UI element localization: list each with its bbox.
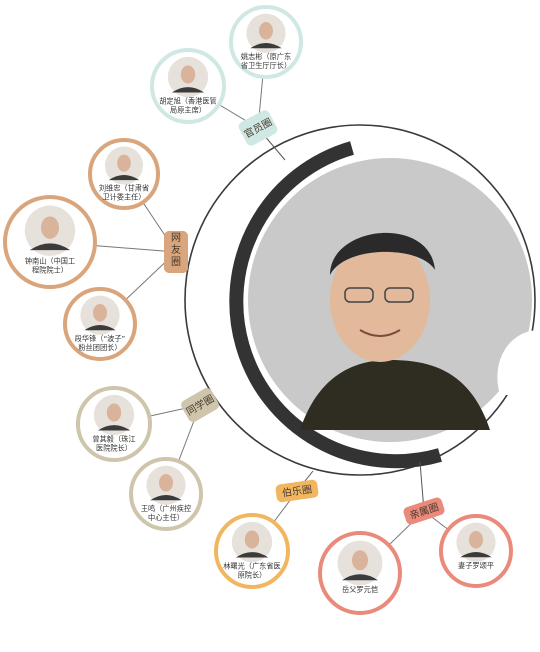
photo-body (460, 552, 492, 558)
person-label-line2: 原院长） (238, 570, 267, 579)
person-label-line1: 段华锋（“波子” (75, 334, 126, 343)
group-tag-char: 网 (171, 232, 181, 244)
group-tag-partner: 伯乐圈 (275, 479, 319, 503)
group-tag-friends: 网友圈 (164, 231, 188, 273)
photo-body (97, 425, 131, 431)
person-label-line1: 林曙光（广东省医 (223, 561, 281, 570)
person-label-line1: 姚志彬（原广东 (241, 52, 291, 61)
portrait-cutout (497, 330, 540, 395)
photo-face (159, 474, 173, 492)
person-label-line2: 程院院士） (32, 266, 68, 275)
center-portrait-hair (330, 232, 435, 275)
group-tag-bg (275, 479, 319, 503)
photo-face (106, 403, 122, 422)
center-portrait-body (300, 360, 490, 430)
photo-body (29, 243, 71, 251)
photo-face (469, 531, 483, 549)
glasses-left (344, 287, 374, 303)
person-label-line2: 局原主席） (170, 105, 206, 114)
person-label-line1: 曾其毅（珠江 (92, 434, 135, 443)
person-duan: 段华锋（“波子”粉丝团团长） (63, 287, 137, 361)
group-tag-family: 亲属圈 (403, 497, 445, 525)
group-tag-label: 伯乐圈 (281, 482, 313, 499)
person-label-line2: 省卫生厅厅长） (241, 61, 291, 70)
photo-body (342, 574, 378, 581)
person-label-line1: 妻子罗颂平 (458, 561, 494, 570)
photo-body (108, 175, 140, 181)
person-label-line2: 卫计委主任） (102, 192, 145, 201)
group-tag-char: 圈 (171, 256, 181, 268)
person-label-line1: 岳父罗元恺 (342, 585, 378, 594)
photo-body (250, 43, 282, 49)
photo-face (244, 530, 260, 549)
photo-face (180, 65, 196, 84)
photo-face (93, 304, 107, 322)
center-portrait-face (330, 238, 430, 362)
photo-body (171, 87, 205, 93)
photo-face (352, 550, 368, 571)
group-tag-bg (181, 387, 219, 423)
photo-face (41, 216, 59, 239)
group-tag-alumni: 同学圈 (181, 387, 219, 423)
person-label-line2: 中心主任） (148, 513, 184, 522)
person-label-line1: 刘维忠（甘肃省 (99, 183, 149, 192)
photo-face (117, 154, 131, 172)
group-tag-official: 官员圈 (238, 110, 278, 146)
group-tag-bg (238, 110, 278, 146)
group-tag-bg (164, 231, 188, 273)
photo-body (235, 552, 269, 558)
center-portrait (248, 158, 540, 442)
glasses-right (384, 287, 414, 303)
thick-arc (229, 141, 442, 469)
person-wife: 妻子罗颂平 (439, 514, 513, 588)
person-luo: 岳父罗元恺 (318, 531, 402, 615)
group-tag-bg (403, 497, 445, 525)
smile (359, 329, 401, 337)
person-label-line1: 胡定旭（香港医管 (159, 96, 217, 105)
group-tag-char: 友 (171, 243, 181, 256)
photo-face (259, 22, 273, 40)
person-label-line2: 医院院长） (96, 443, 132, 452)
photo-body (150, 495, 182, 501)
photo-body (84, 325, 116, 331)
person-label-line1: 王鸣（广州疾控 (141, 504, 191, 513)
outer-ring (184, 124, 536, 476)
person-label-line1: 钟南山（中国工 (25, 257, 75, 266)
person-label-line2: 粉丝团团长） (78, 343, 121, 352)
